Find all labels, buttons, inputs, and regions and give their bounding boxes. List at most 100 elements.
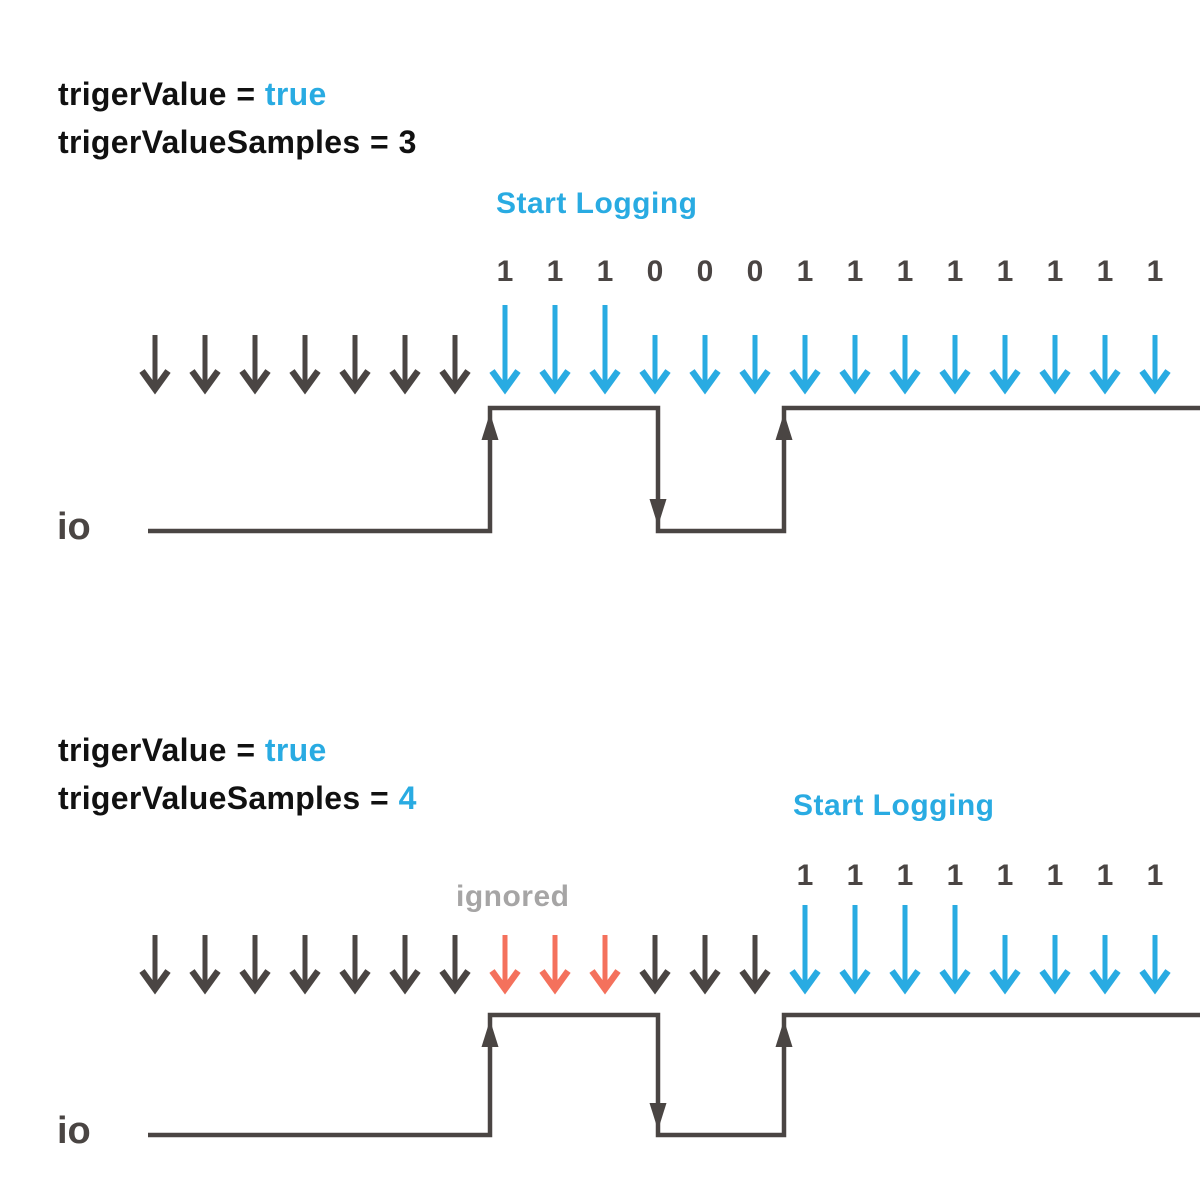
sample-arrow-head	[689, 369, 721, 395]
bit-label: 0	[747, 255, 764, 288]
sample-arrow-head	[889, 969, 921, 995]
bit-label: 0	[697, 255, 714, 288]
sample-arrow-head	[1039, 369, 1071, 395]
sample-arrow-cyan	[839, 335, 871, 395]
sample-arrow-dark	[289, 335, 321, 395]
sample-arrow-cyan	[539, 305, 571, 395]
param-name: trigerValueSamples	[58, 124, 361, 160]
sample-arrow-head	[139, 969, 171, 995]
bit-label: 1	[797, 255, 814, 288]
sample-arrow-cyan	[789, 335, 821, 395]
bit-label: 1	[947, 859, 964, 892]
start-logging-label: Start Logging	[496, 187, 698, 220]
sample-arrow-dark	[339, 335, 371, 395]
sample-arrow-dark	[289, 935, 321, 995]
bit-label: 1	[1147, 859, 1164, 892]
sample-arrow-head	[389, 369, 421, 395]
rising-edge-arrowhead	[481, 1020, 499, 1047]
sample-arrow-head	[339, 969, 371, 995]
sample-arrow-head	[489, 969, 521, 995]
bit-label: 1	[1097, 859, 1114, 892]
sample-arrow-head	[789, 369, 821, 395]
sample-arrow-head	[689, 969, 721, 995]
sample-arrow-head	[1139, 369, 1171, 395]
sample-arrow-head	[889, 369, 921, 395]
sample-arrow-cyan	[839, 905, 871, 995]
bit-label: 0	[647, 255, 664, 288]
bit-label: 1	[997, 255, 1014, 288]
sample-arrow-dark	[239, 335, 271, 395]
sample-arrow-head	[539, 969, 571, 995]
sample-arrow-cyan	[989, 335, 1021, 395]
sample-arrow-head	[639, 369, 671, 395]
sample-arrow-head	[939, 969, 971, 995]
equals-sign: =	[236, 732, 256, 768]
sample-arrow-cyan	[939, 335, 971, 395]
io-waveform	[148, 405, 1200, 534]
sample-arrow-dark	[139, 935, 171, 995]
sample-arrow-head	[389, 969, 421, 995]
sample-arrow-head	[239, 969, 271, 995]
ignored-label: ignored	[456, 880, 570, 913]
sample-arrow-head	[789, 969, 821, 995]
sample-arrow-head	[539, 369, 571, 395]
sample-arrow-cyan	[889, 905, 921, 995]
param-value: 4	[398, 780, 417, 816]
bit-label: 1	[1047, 859, 1064, 892]
falling-edge-arrowhead	[649, 1103, 667, 1130]
sample-arrow-cyan	[789, 905, 821, 995]
param-name: trigerValue	[58, 732, 227, 768]
sample-arrow-head	[739, 969, 771, 995]
sample-arrow-dark	[139, 335, 171, 395]
bit-label: 1	[1047, 255, 1064, 288]
bit-label: 1	[1097, 255, 1114, 288]
param-trigger-value-samples: trigerValueSamples=4	[58, 780, 417, 817]
sample-arrow-head	[189, 369, 221, 395]
bit-label: 1	[847, 255, 864, 288]
sample-arrow-cyan	[689, 335, 721, 395]
sample-arrow-head	[839, 969, 871, 995]
sample-arrow-cyan	[989, 935, 1021, 995]
sample-arrow-head	[489, 369, 521, 395]
param-value: true	[264, 76, 327, 112]
io-label: io	[57, 506, 91, 548]
start-logging-label: Start Logging	[793, 789, 995, 822]
bit-label: 1	[847, 859, 864, 892]
sample-arrow-head	[1089, 369, 1121, 395]
sample-arrow-head	[739, 369, 771, 395]
sample-arrow-dark	[389, 935, 421, 995]
falling-edge-arrowhead	[649, 499, 667, 526]
sample-arrow-cyan	[1039, 935, 1071, 995]
sample-arrow-head	[439, 369, 471, 395]
sample-arrow-dark	[689, 935, 721, 995]
bit-label: 1	[547, 255, 564, 288]
sample-arrow-dark	[439, 935, 471, 995]
sample-arrow-red	[589, 935, 621, 995]
sample-arrow-cyan	[489, 305, 521, 395]
param-trigger-value: trigerValue=true	[58, 732, 327, 769]
sample-arrow-head	[239, 369, 271, 395]
sample-arrow-cyan	[1089, 935, 1121, 995]
sample-arrow-head	[589, 969, 621, 995]
sample-arrow-cyan	[939, 905, 971, 995]
rising-edge-arrowhead	[775, 1020, 793, 1047]
sample-arrow-head	[439, 969, 471, 995]
sample-arrow-cyan	[639, 335, 671, 395]
param-trigger-value: trigerValue=true	[58, 76, 327, 113]
sample-arrow-dark	[189, 335, 221, 395]
sample-arrow-head	[639, 969, 671, 995]
sample-arrow-dark	[639, 935, 671, 995]
sample-arrow-cyan	[1089, 335, 1121, 395]
bit-label: 1	[597, 255, 614, 288]
io-waveform	[148, 1012, 1200, 1138]
sample-arrow-head	[1089, 969, 1121, 995]
sample-arrow-red	[539, 935, 571, 995]
sample-arrow-dark	[189, 935, 221, 995]
bit-label: 1	[897, 859, 914, 892]
sample-arrow-head	[939, 369, 971, 395]
param-trigger-value-samples: trigerValueSamples=3	[58, 124, 417, 161]
rising-edge-arrowhead	[775, 413, 793, 440]
